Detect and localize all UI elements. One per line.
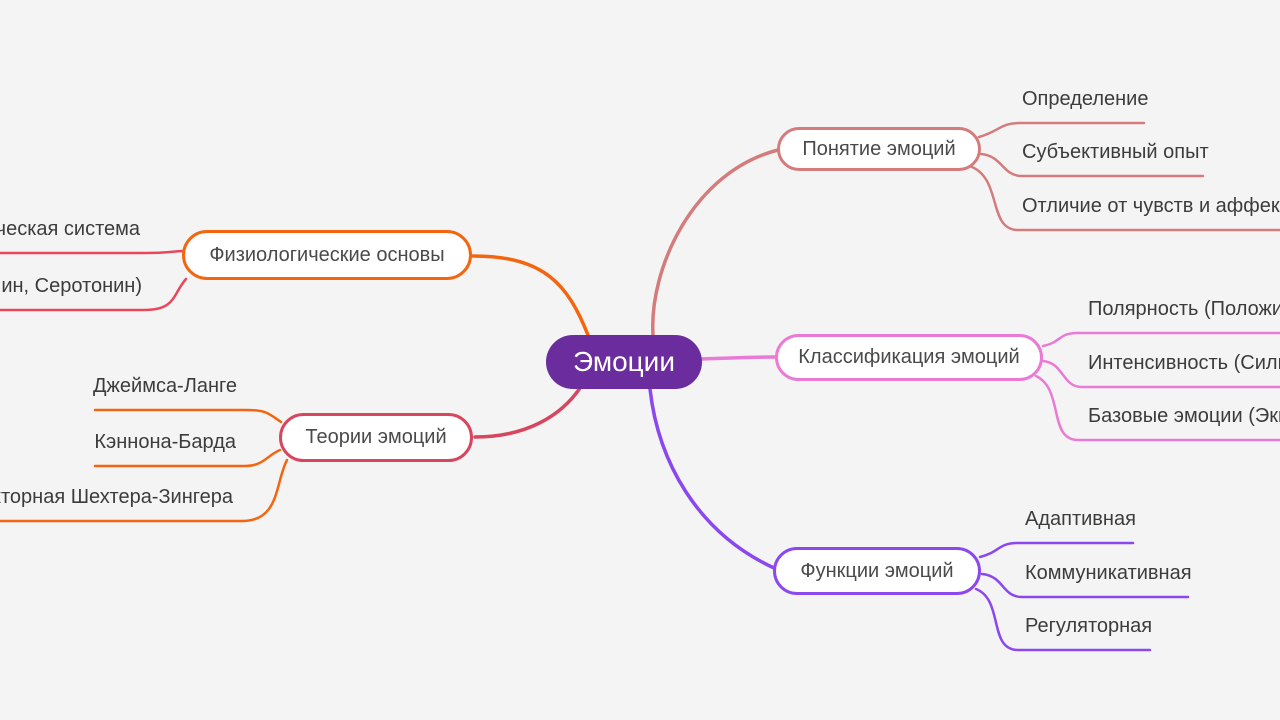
subtopic-label[interactable]: Двухфакторная Шехтера-Зингера xyxy=(0,486,233,508)
branch-connector-klassifikaciya xyxy=(700,355,778,361)
branch-node-teorii[interactable]: Теории эмоций xyxy=(279,413,473,462)
subtopic-connector xyxy=(0,249,185,255)
subtopic-label[interactable]: Нейромедиаторы (Дофамин, Серотонин) xyxy=(0,275,142,297)
subtopic-label[interactable]: Отличие от чувств и аффектов xyxy=(1022,195,1280,217)
subtopic-label[interactable]: Регуляторная xyxy=(1025,615,1153,637)
branch-connector-ponyatie xyxy=(651,148,780,337)
subtopic-label[interactable]: Джеймса-Ланге xyxy=(92,375,237,397)
subtopic-label[interactable]: Определение xyxy=(1022,88,1149,110)
central-topic[interactable]: Эмоции xyxy=(546,335,702,389)
branch-node-ponyatie[interactable]: Понятие эмоций xyxy=(777,127,981,171)
subtopic-label[interactable]: Адаптивная xyxy=(1025,508,1136,530)
subtopic-label[interactable]: Кэннона-Барда xyxy=(94,431,236,453)
branch-node-fiziologiya[interactable]: Физиологические основы xyxy=(182,230,472,280)
subtopic-label[interactable]: Лимбическая система xyxy=(0,218,140,240)
subtopic-connector xyxy=(978,541,1135,559)
subtopic-connector xyxy=(93,408,283,424)
branch-connector-teorii xyxy=(473,386,582,439)
subtopic-label[interactable]: Субъективный опыт xyxy=(1022,141,1209,163)
branch-node-klassifikaciya[interactable]: Классификация эмоций xyxy=(775,334,1043,381)
branch-node-funkcii[interactable]: Функции эмоций xyxy=(773,547,981,595)
subtopic-connector xyxy=(977,121,1146,139)
subtopic-label[interactable]: Интенсивность (Сильные/Слабые) xyxy=(1088,352,1280,374)
subtopic-label[interactable]: Полярность (Положительные/Отрицательные) xyxy=(1088,298,1280,320)
branch-connector-fiziologiya xyxy=(471,254,590,337)
subtopic-label[interactable]: Коммуникативная xyxy=(1025,562,1192,584)
branch-connector-funkcii xyxy=(648,387,776,570)
subtopic-label[interactable]: Базовые эмоции (Экман) xyxy=(1088,405,1280,427)
subtopic-connector xyxy=(1041,331,1280,348)
